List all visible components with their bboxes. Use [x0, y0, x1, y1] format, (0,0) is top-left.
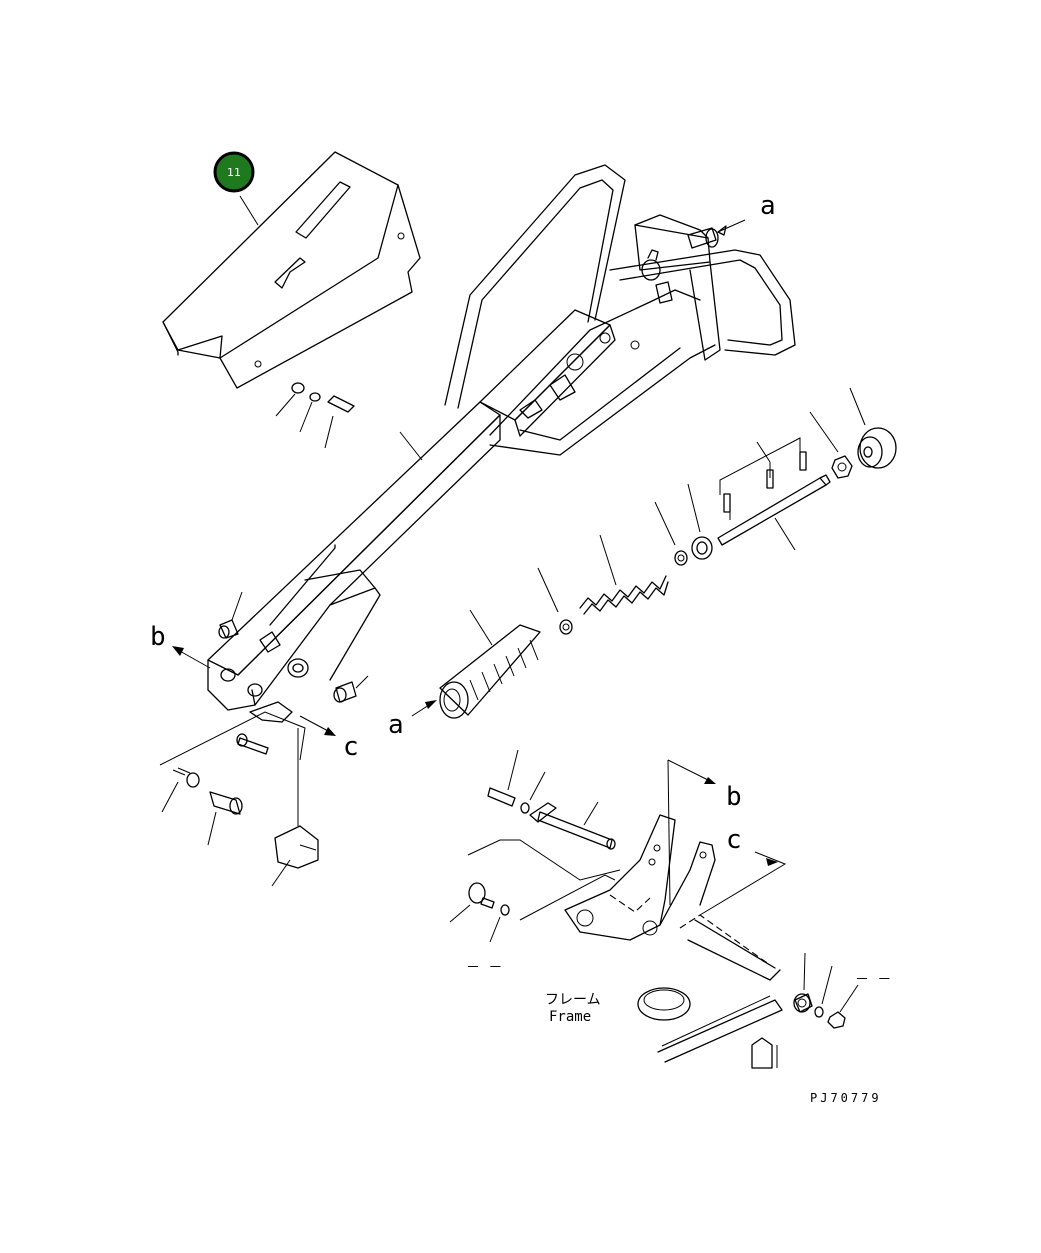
placeholder-left: － － — [466, 960, 502, 976]
left-parts — [159, 591, 369, 887]
callout-number: 11 — [227, 166, 241, 179]
ref-label-b-left: b — [150, 622, 166, 652]
rubber-boot — [439, 609, 541, 719]
ref-label-c-right: c — [726, 825, 742, 855]
cover-plate — [162, 151, 421, 389]
callout-badge[interactable]: 11 — [213, 151, 259, 226]
arm-bracket — [479, 309, 640, 437]
lever-arm — [207, 401, 501, 723]
placeholder-right: － － — [855, 972, 891, 988]
ref-arrows — [172, 646, 437, 736]
ref-label-a-bottom: a — [388, 710, 404, 740]
handle-frame — [444, 164, 796, 456]
right-pin-assembly — [717, 387, 897, 551]
ref-label-a-top: a — [760, 191, 776, 221]
callout-circle — [213, 151, 255, 193]
frame-label-jp: フレーム — [545, 992, 601, 1008]
drawing-code: PJ70779 — [810, 1091, 882, 1105]
frame-bracket — [449, 749, 787, 981]
spring-assembly — [537, 483, 713, 635]
pivot-parts — [641, 219, 746, 304]
cover-fasteners — [275, 382, 355, 449]
ref-label-c-left: c — [343, 732, 359, 762]
frame-label-en: Frame — [549, 1009, 591, 1025]
ref-label-b-right: b — [726, 782, 742, 812]
frame-rails — [637, 952, 859, 1069]
